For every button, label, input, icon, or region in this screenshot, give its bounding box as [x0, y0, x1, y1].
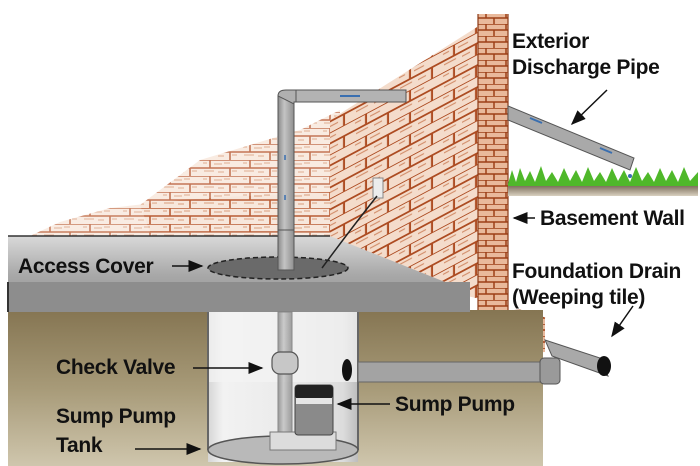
foundation-drain-pipe	[357, 339, 611, 385]
discharge-pipe	[271, 89, 407, 433]
basement-wall	[330, 14, 509, 322]
exterior-discharge-pipe	[507, 105, 635, 178]
leader-arrows	[135, 89, 634, 455]
label-foundation-drain-line2: (Weeping tile)	[512, 286, 646, 309]
check-valve	[271, 351, 299, 375]
label-sump-pump-tank-line1: Sump Pump	[56, 405, 176, 428]
label-sump-pump-tank-line2: Tank	[56, 434, 103, 457]
label-exterior-discharge-pipe-line1: Exterior	[512, 30, 589, 53]
label-foundation-drain-line1: Foundation Drain	[512, 260, 682, 283]
label-sump-pump: Sump Pump	[395, 393, 515, 416]
label-check-valve: Check Valve	[56, 356, 176, 379]
label-exterior-discharge-pipe-line2: Discharge Pipe	[512, 56, 660, 79]
electrical-outlet	[321, 177, 384, 269]
exterior-ground	[508, 166, 698, 196]
label-basement-wall: Basement Wall	[540, 207, 685, 230]
sump-pump	[269, 384, 337, 451]
label-access-cover: Access Cover	[18, 255, 154, 278]
